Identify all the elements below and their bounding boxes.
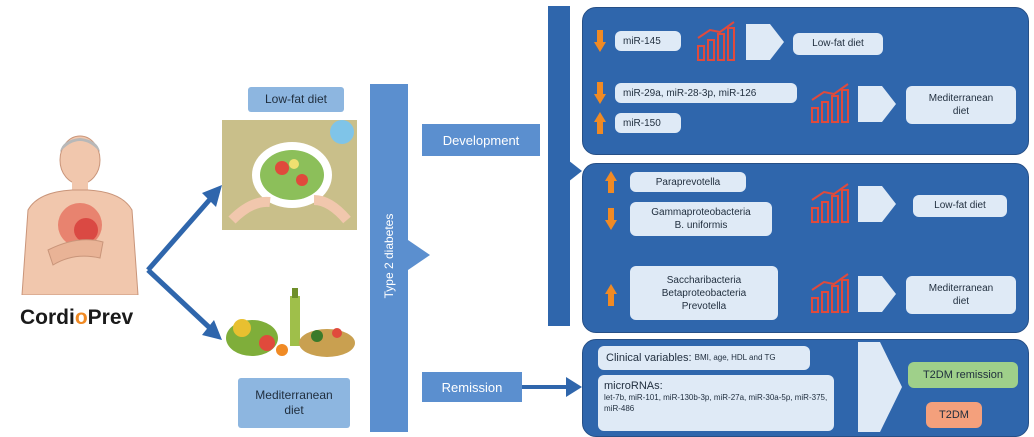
chevron-right-icon [858, 86, 896, 122]
mirna-mediterranean-diet: Mediterranean diet [906, 86, 1016, 124]
logo-part-prev: Prev [87, 306, 134, 329]
up-arrow-icon [605, 284, 617, 306]
t2dm-outcome: T2DM [926, 402, 982, 428]
logo-part-o: o [74, 306, 88, 329]
bar-right-arrow [408, 240, 430, 270]
up-arrow-icon [605, 171, 617, 193]
microbiota-row-1: Paraprevotella [630, 172, 746, 192]
down-arrow-icon [594, 82, 606, 104]
mediterranean-diet-image [226, 288, 355, 357]
chevron-right-icon [858, 276, 896, 312]
bar-chart-icon [811, 273, 849, 313]
clinical-variables-box: Clinical variables: BMI, age, HDL and TG [598, 346, 810, 370]
down-arrow-icon [594, 30, 606, 52]
low-fat-diet-image [222, 120, 357, 230]
clinical-variables-items: BMI, age, HDL and TG [694, 352, 776, 362]
mediterranean-diet-label: Mediterranean diet [238, 378, 350, 428]
mirna-row-2: miR-29a, miR-28-3p, miR-126 [615, 83, 797, 103]
type-2-diabetes-label: Type 2 diabetes [382, 213, 396, 299]
mirna-low-fat-diet: Low-fat diet [793, 33, 883, 55]
patient-illustration [21, 135, 139, 295]
low-fat-diet-label: Low-fat diet [248, 87, 344, 112]
microbiota-mediterranean-diet: Mediterranean diet [906, 276, 1016, 314]
microbiota-row-2: Gammaproteobacteria B. uniformis [630, 202, 772, 236]
logo-part-cordi: Cordi [20, 306, 75, 329]
chevron-right-icon [858, 186, 896, 222]
development-label: Development [422, 124, 540, 156]
remission-chevron-icon [858, 342, 902, 432]
mirna-remission-items: let-7b, miR-101, miR-130b-3p, miR-27a, m… [604, 393, 828, 414]
down-arrow-icon [605, 208, 617, 230]
up-arrow-icon [594, 112, 606, 134]
development-bracket [548, 6, 570, 326]
patient-to-diets-arrows [146, 185, 222, 340]
chevron-right-icon [746, 24, 784, 60]
bar-chart-icon [697, 21, 735, 61]
clinical-variables-title: Clinical variables: [606, 351, 692, 364]
microbiota-low-fat-diet: Low-fat diet [913, 195, 1007, 217]
mirna-remission-title: microRNAs: [604, 380, 663, 392]
type-2-diabetes-bar [370, 84, 408, 432]
cordioprev-logo: CordioPrev [20, 306, 133, 330]
bar-chart-icon [811, 83, 849, 123]
remission-label: Remission [422, 372, 522, 402]
bar-chart-icon [811, 183, 849, 223]
development-bracket-notch [568, 160, 582, 182]
t2dm-remission-outcome: T2DM remission [908, 362, 1018, 388]
mirna-row-1: miR-145 [615, 31, 681, 51]
remission-arrow [522, 377, 582, 397]
mirna-remission-box: microRNAs: let-7b, miR-101, miR-130b-3p,… [598, 375, 834, 431]
mirna-row-3: miR-150 [615, 113, 681, 133]
microbiota-row-3: Saccharibacteria Betaproteobacteria Prev… [630, 266, 778, 320]
